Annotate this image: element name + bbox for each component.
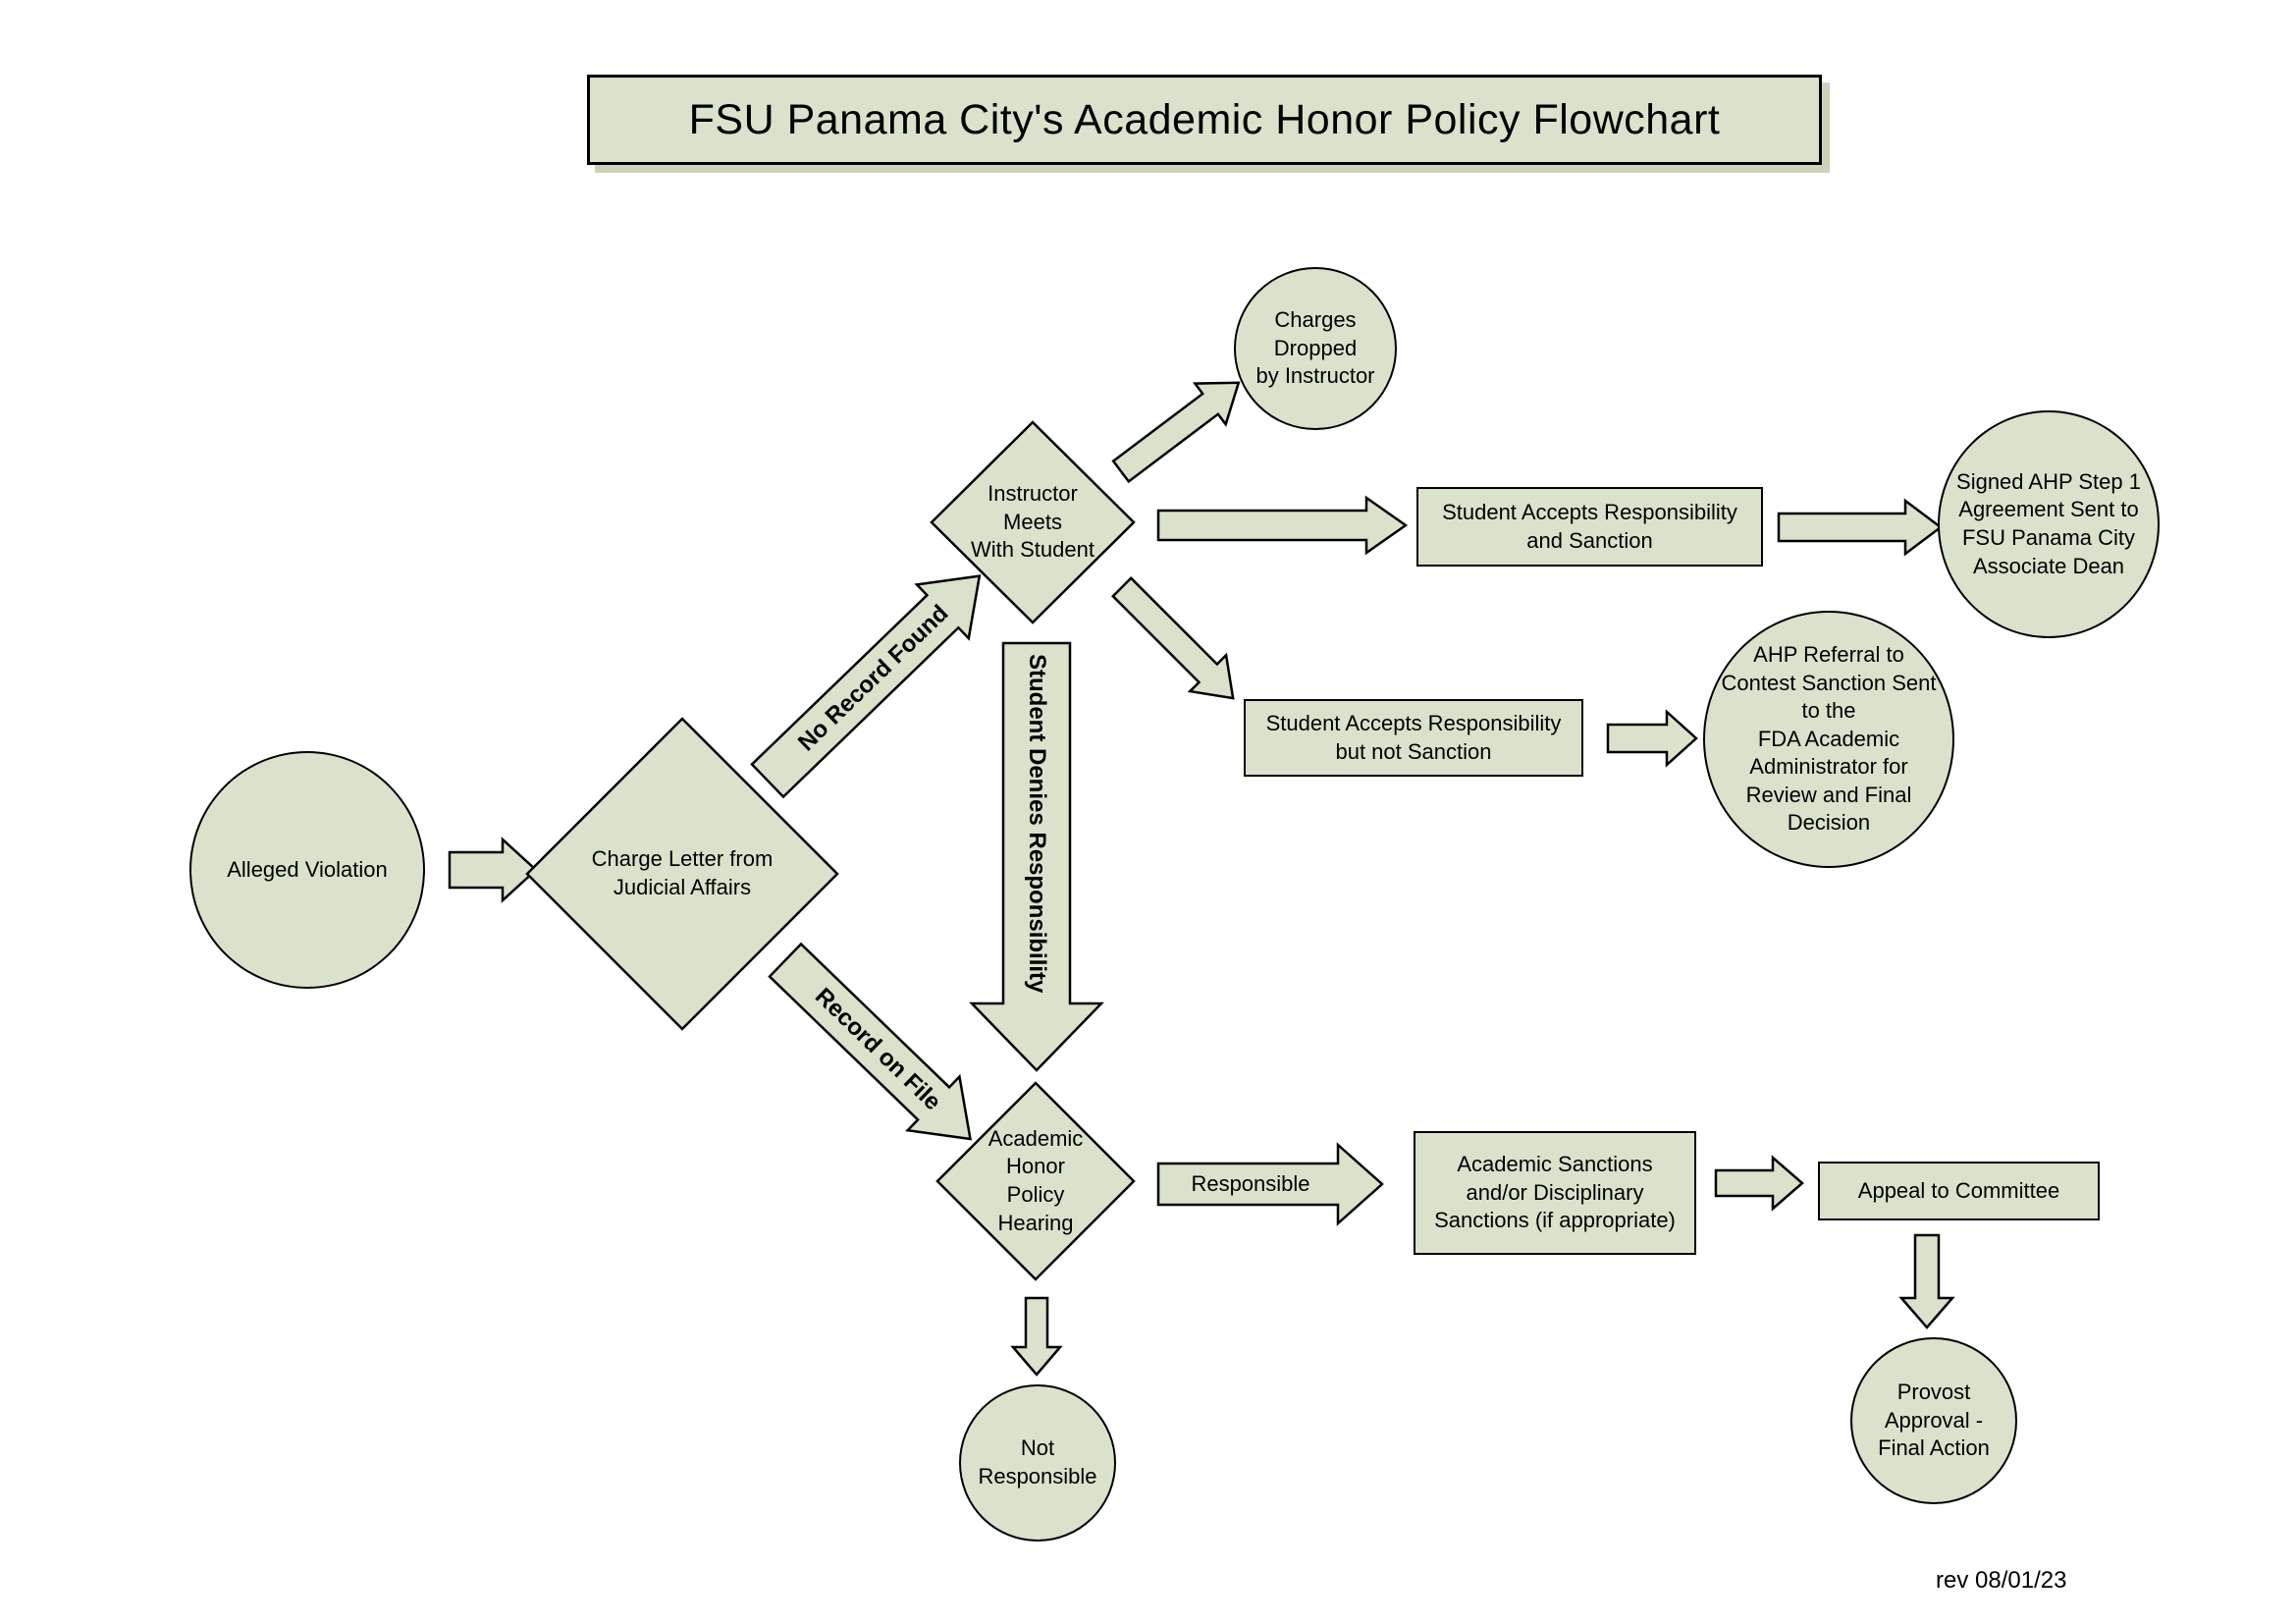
arrow-alleged-to-charge-letter	[448, 837, 538, 903]
edge-label-responsible: Responsible	[1191, 1171, 1310, 1196]
node-charges-dropped: Charges Dropped by Instructor	[1234, 267, 1397, 430]
arrow-sanctions-to-appeal	[1714, 1155, 1804, 1212]
node-charge-letter-label: Charge Letter from Judicial Affairs	[591, 846, 774, 899]
arrow-no-record-found	[750, 574, 982, 799]
diamond-ahp-hearing	[935, 1081, 1136, 1281]
node-accepts-resp-sanction: Student Accepts Responsibility and Sanct…	[1416, 487, 1763, 567]
arrow-instructor-to-charges-dropped	[1111, 381, 1241, 484]
arrow-record-on-file	[768, 942, 972, 1141]
arrow-accepts-not-sanction-to-ahp-referral	[1606, 709, 1698, 768]
arrow-instructor-to-accepts-not-sanction	[1111, 576, 1235, 700]
node-ahp-hearing-label: Academic Honor Policy Hearing	[988, 1125, 1084, 1235]
node-accepts-resp-not-sanction: Student Accepts Responsibility but not S…	[1244, 699, 1583, 777]
node-alleged-violation-label: Alleged Violation	[227, 856, 388, 882]
diamond-charge-letter	[525, 717, 839, 1031]
edge-label-student-denies-responsibility: Student Denies Responsibility	[1024, 654, 1050, 994]
node-not-responsible: Not Responsible	[959, 1384, 1116, 1542]
node-provost-approval: Provost Approval - Final Action	[1850, 1337, 2017, 1504]
node-appeal-committee: Appeal to Committee	[1818, 1162, 2100, 1220]
arrow-appeal-to-provost	[1898, 1233, 1955, 1329]
arrow-hearing-to-not-responsible	[1010, 1296, 1063, 1377]
node-alleged-violation: Alleged Violation	[189, 751, 425, 989]
arrow-student-denies	[969, 641, 1104, 1072]
node-ahp-referral: AHP Referral to Contest Sanction Sent to…	[1703, 611, 1954, 868]
arrow-responsible	[1156, 1142, 1384, 1226]
arrow-accepts-sanction-to-signed-ahp	[1777, 498, 1944, 557]
page-title: FSU Panama City's Academic Honor Policy …	[587, 75, 1822, 165]
node-academic-sanctions: Academic Sanctions and/or Disciplinary S…	[1414, 1131, 1696, 1255]
revision-note: rev 08/01/23	[1936, 1567, 2067, 1594]
node-instructor-meets-label: Instructor Meets With Student	[971, 481, 1095, 563]
diamond-instructor-meets	[930, 420, 1136, 624]
node-signed-ahp: Signed AHP Step 1 Agreement Sent to FSU …	[1938, 410, 2160, 638]
arrow-instructor-to-accepts-sanction	[1156, 495, 1409, 556]
